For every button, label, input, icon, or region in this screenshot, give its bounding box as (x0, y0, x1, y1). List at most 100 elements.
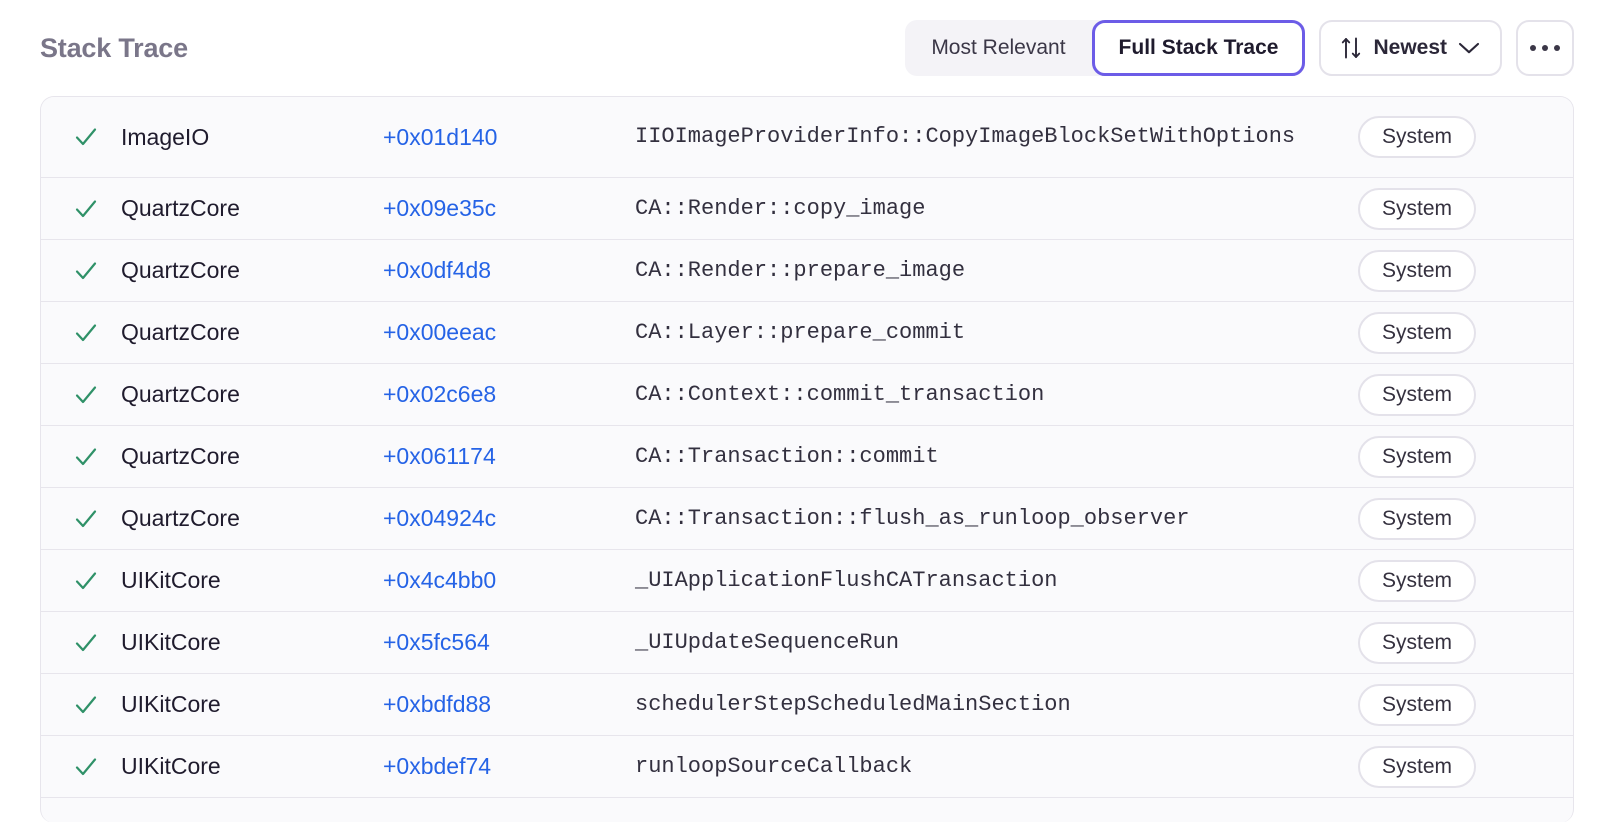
status-badge: System (1357, 435, 1476, 478)
check-icon (73, 196, 99, 222)
check-icon (73, 382, 99, 408)
check-icon (73, 692, 99, 718)
image-name: UIKitCore (121, 629, 221, 655)
origin-cell: System (1347, 435, 1487, 478)
status-cell (65, 630, 121, 656)
status-badge: System (1357, 373, 1476, 416)
symbol-name: schedulerStepScheduledMainSection (635, 691, 1071, 717)
symbol-name: runloopSourceCallback (635, 753, 913, 779)
address-offset[interactable]: +0x01d140 (383, 123, 498, 150)
image-name: QuartzCore (121, 505, 240, 531)
tab-full-stack-trace[interactable]: Full Stack Trace (1091, 20, 1306, 76)
status-cell (65, 382, 121, 408)
table-row[interactable]: UIKitCore +0x4c4bb0 _UIApplicationFlushC… (41, 550, 1573, 612)
origin-cell: System (1347, 373, 1487, 416)
origin-cell: System (1347, 116, 1487, 158)
image-name: QuartzCore (121, 381, 240, 407)
address-offset[interactable]: +0x04924c (383, 505, 497, 531)
image-name: ImageIO (121, 123, 210, 150)
status-badge: System (1357, 683, 1476, 726)
table-row[interactable]: QuartzCore +0x00eeac CA::Layer::prepare_… (41, 302, 1573, 364)
address-offset[interactable]: +0x061174 (383, 443, 496, 469)
table-row[interactable]: QuartzCore +0x02c6e8 CA::Context::commit… (41, 364, 1573, 426)
symbol-name: CA::Layer::prepare_commit (635, 319, 966, 345)
sort-label: Newest (1373, 36, 1447, 59)
table-row[interactable]: UIKitCore +0xbdef74 runloopSourceCallbac… (41, 736, 1573, 798)
status-badge: System (1357, 559, 1476, 602)
table-row[interactable]: QuartzCore +0x061174 CA::Transaction::co… (41, 426, 1573, 488)
origin-cell: System (1347, 249, 1487, 292)
origin-cell: System (1347, 187, 1487, 230)
symbol-name: IIOImageProviderInfo::CopyImageBlockSetW… (635, 124, 1296, 150)
status-cell (65, 568, 121, 594)
image-name: UIKitCore (121, 691, 221, 717)
sort-arrows-icon (1341, 36, 1362, 60)
check-icon (73, 124, 99, 150)
origin-cell: System (1347, 683, 1487, 726)
status-cell (65, 444, 121, 470)
table-row[interactable]: ImageIO +0x01d140 IIOImageProviderInfo::… (41, 97, 1573, 178)
status-cell (65, 320, 121, 346)
origin-cell: System (1347, 745, 1487, 788)
table-row[interactable]: QuartzCore +0x04924c CA::Transaction::fl… (41, 488, 1573, 550)
image-name: UIKitCore (121, 567, 221, 593)
table-row[interactable]: QuartzCore +0x09e35c CA::Render::copy_im… (41, 178, 1573, 240)
check-icon (73, 444, 99, 470)
chevron-down-icon (1458, 41, 1480, 55)
status-cell (65, 692, 121, 718)
table-row[interactable]: QuartzCore +0x0df4d8 CA::Render::prepare… (41, 240, 1573, 302)
sort-button[interactable]: Newest (1319, 20, 1502, 76)
image-name: QuartzCore (121, 195, 240, 221)
toolbar: Most Relevant Full Stack Trace Newest (905, 20, 1574, 76)
image-name: QuartzCore (121, 257, 240, 283)
check-icon (73, 630, 99, 656)
check-icon (73, 568, 99, 594)
ellipsis-icon (1542, 45, 1548, 51)
address-offset[interactable]: +0xbdef74 (383, 753, 492, 779)
table-row[interactable]: UIKitCore +0xbdfd88 schedulerStepSchedul… (41, 674, 1573, 736)
status-badge: System (1357, 497, 1476, 540)
check-icon (73, 754, 99, 780)
check-icon (73, 258, 99, 284)
address-offset[interactable]: +0x00eeac (383, 319, 497, 345)
address-offset[interactable]: +0x02c6e8 (383, 381, 497, 407)
page-title: Stack Trace (40, 32, 188, 63)
address-offset[interactable]: +0x0df4d8 (383, 257, 492, 283)
symbol-name: CA::Context::commit_transaction (635, 381, 1045, 407)
symbol-name: _UIUpdateSequenceRun (635, 629, 900, 655)
more-options-button[interactable] (1516, 20, 1574, 76)
origin-cell: System (1347, 621, 1487, 664)
address-offset[interactable]: +0x5fc564 (383, 629, 490, 655)
status-cell (65, 196, 121, 222)
symbol-name: CA::Transaction::commit (635, 443, 939, 469)
origin-cell: System (1347, 311, 1487, 354)
ellipsis-icon (1530, 45, 1536, 51)
status-badge: System (1357, 311, 1476, 354)
status-cell (65, 754, 121, 780)
origin-cell: System (1347, 497, 1487, 540)
symbol-name: CA::Transaction::flush_as_runloop_observ… (635, 505, 1190, 531)
status-badge: System (1357, 187, 1476, 230)
status-cell (65, 258, 121, 284)
check-icon (73, 320, 99, 346)
table-row[interactable]: UIKitCore +0x5fc564 _UIUpdateSequenceRun… (41, 612, 1573, 674)
address-offset[interactable]: +0xbdfd88 (383, 691, 492, 717)
status-badge: System (1357, 745, 1476, 788)
symbol-name: _UIApplicationFlushCATransaction (635, 567, 1058, 593)
panel-header: Stack Trace Most Relevant Full Stack Tra… (40, 0, 1574, 96)
status-badge: System (1357, 621, 1476, 664)
status-cell (65, 506, 121, 532)
image-name: QuartzCore (121, 319, 240, 345)
status-badge: System (1357, 116, 1476, 158)
trace-mode-segmented-control[interactable]: Most Relevant Full Stack Trace (905, 20, 1306, 76)
ellipsis-icon (1554, 45, 1560, 51)
address-offset[interactable]: +0x4c4bb0 (383, 567, 497, 593)
tab-most-relevant[interactable]: Most Relevant (905, 20, 1091, 76)
status-cell (65, 124, 121, 150)
origin-cell: System (1347, 559, 1487, 602)
address-offset[interactable]: +0x09e35c (383, 195, 497, 221)
symbol-name: CA::Render::prepare_image (635, 257, 966, 283)
stack-trace-list[interactable]: ImageIO +0x01d140 IIOImageProviderInfo::… (40, 96, 1574, 822)
image-name: QuartzCore (121, 443, 240, 469)
